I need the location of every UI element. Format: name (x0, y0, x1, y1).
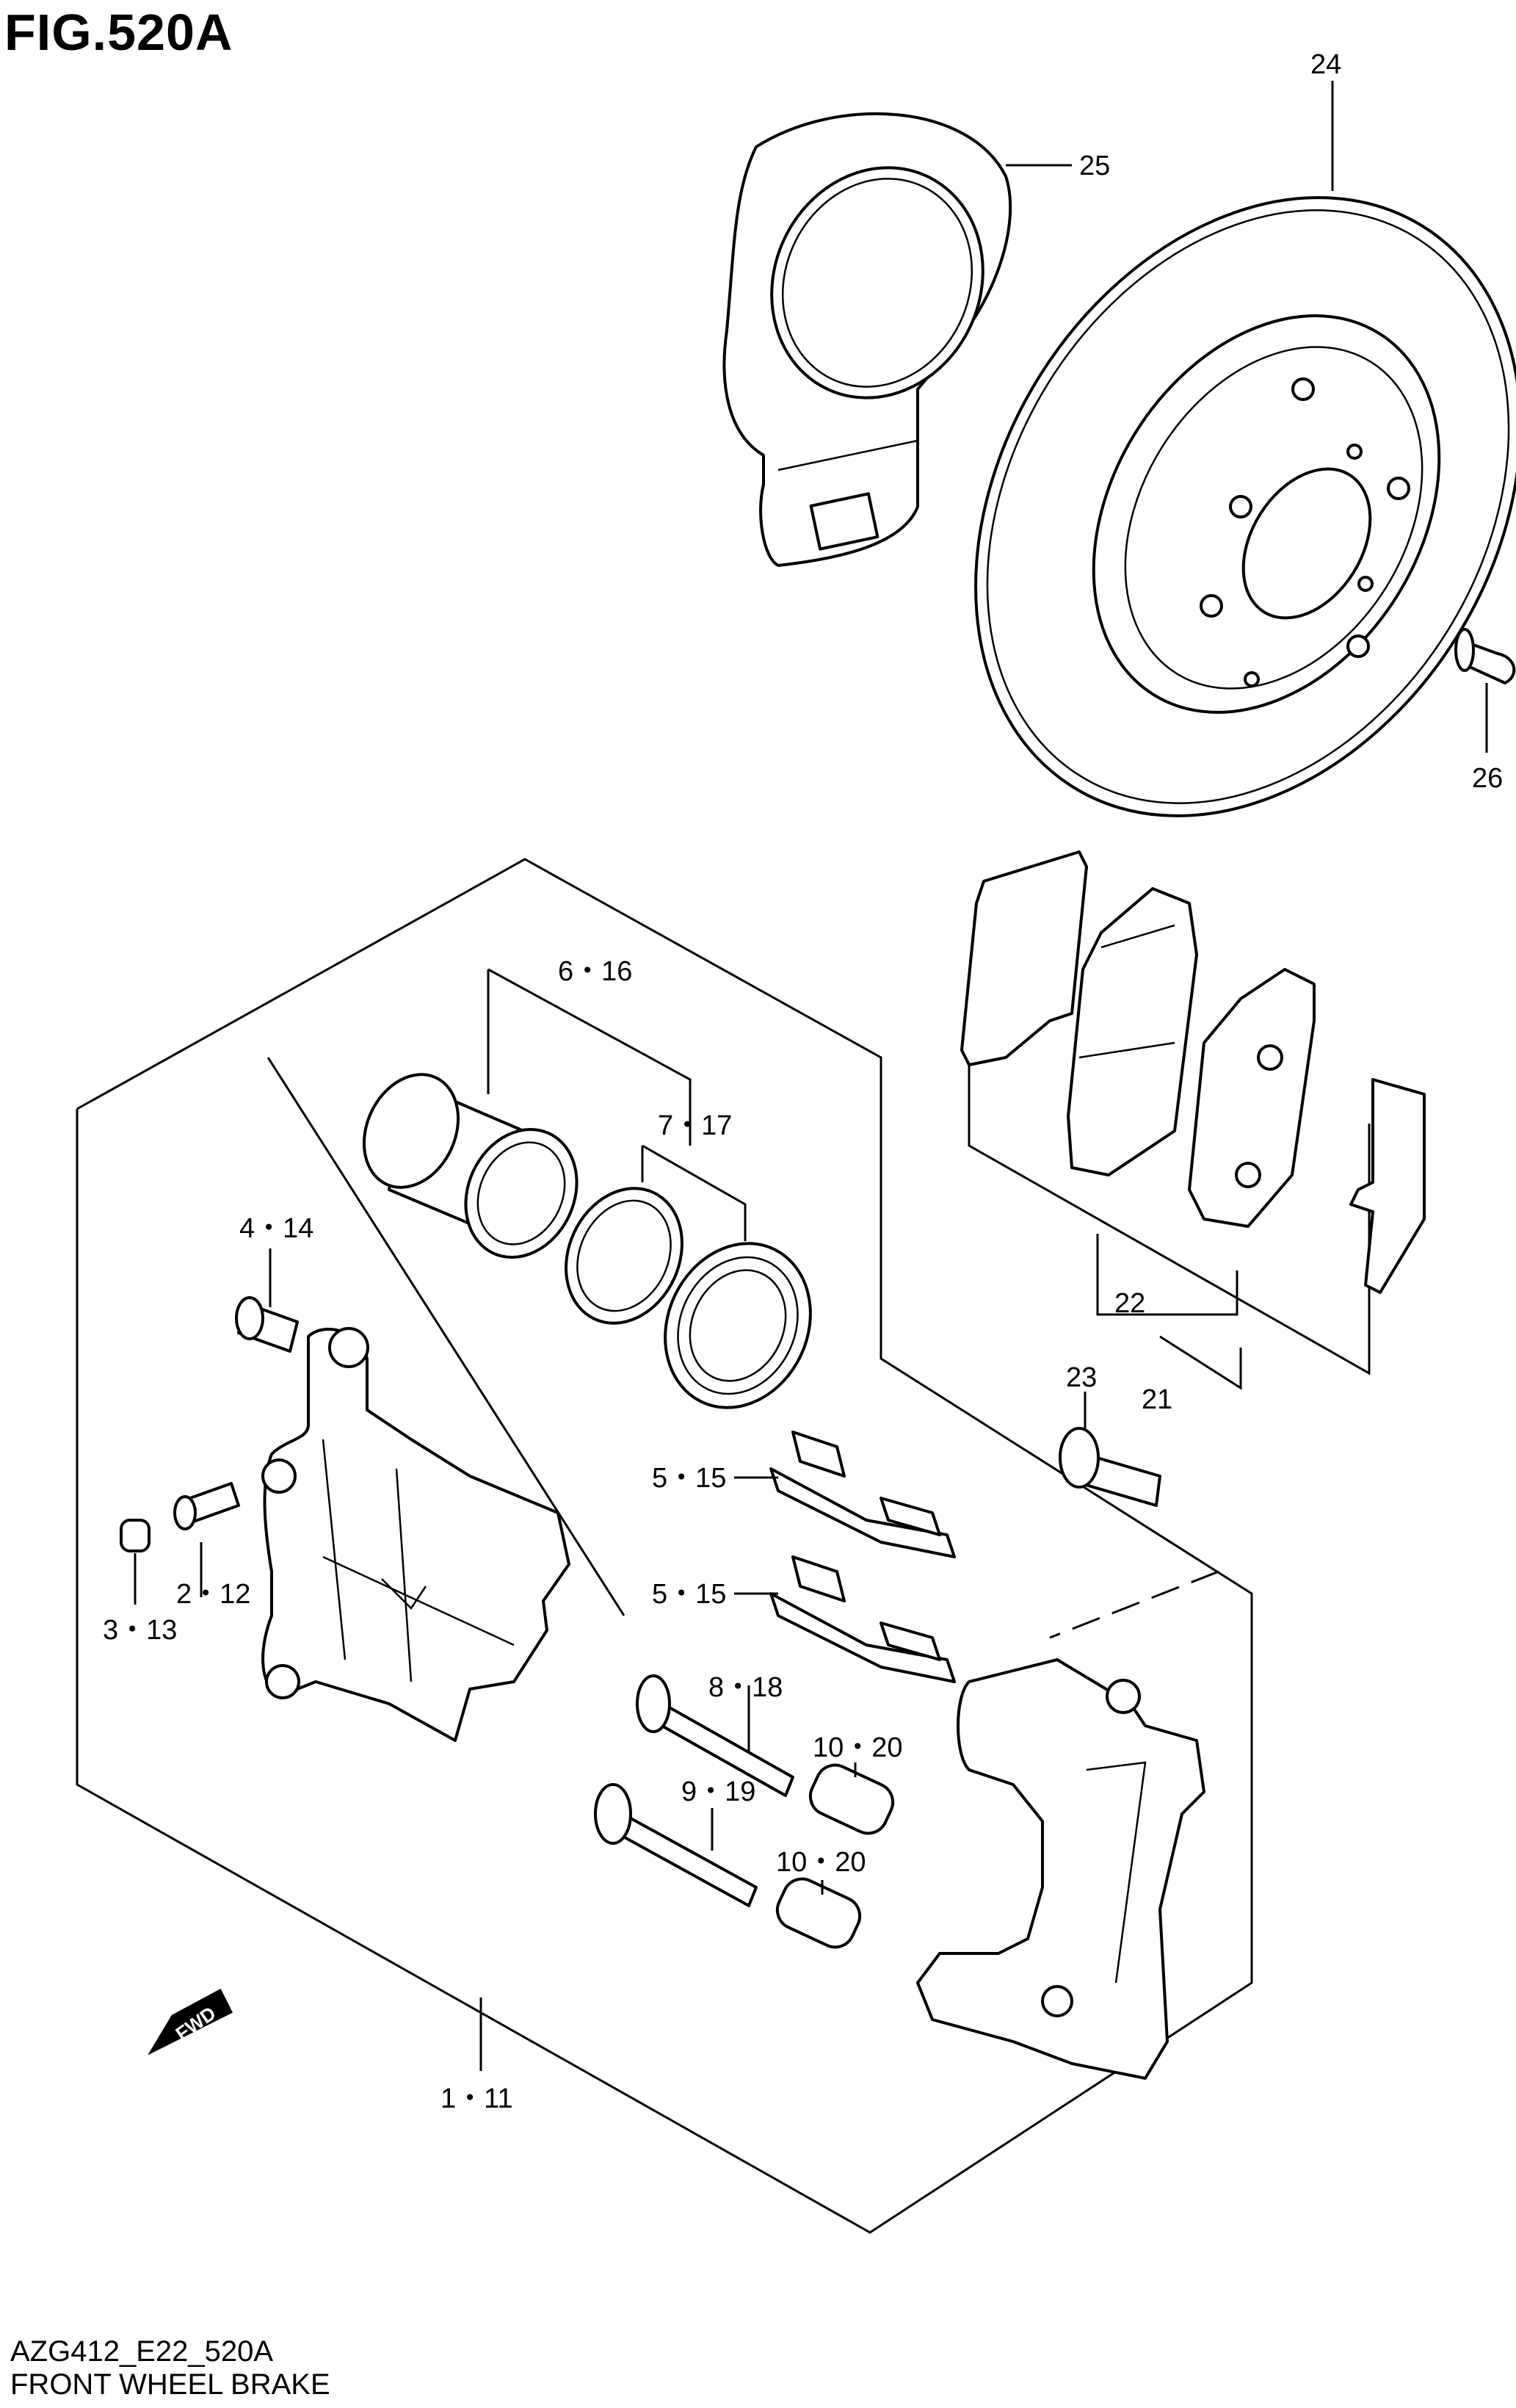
guide-pin-upper-part (636, 1674, 794, 1797)
callout-5-15-upper: 5・15 (652, 1463, 726, 1494)
callout-5-15-lower: 5・15 (652, 1579, 726, 1610)
piston-boot-part (664, 1242, 812, 1409)
callout-21: 21 (1142, 1384, 1172, 1415)
pin-boot-lower-part (775, 1877, 862, 1949)
callout-24: 24 (1310, 49, 1341, 80)
callout-7-17: 7・17 (658, 1110, 732, 1141)
leader-lines (134, 81, 1488, 2071)
callout-10-20-upper: 10・20 (813, 1732, 903, 1763)
brake-pad-inner-part (1188, 968, 1316, 1228)
pad-clip-lower-part (769, 1555, 956, 1683)
bleeder-cap-part (120, 1519, 150, 1552)
brake-pad-outer-part (1067, 887, 1198, 1176)
assembly-frame-outline (76, 858, 1253, 2234)
disc-screw-part (1454, 628, 1516, 684)
fwd-direction-badge: FWD (148, 1988, 233, 2056)
callout-22: 22 (1114, 1288, 1145, 1319)
piston-seal-part (565, 1187, 683, 1325)
callout-3-13: 3・13 (103, 1615, 177, 1646)
dust-shield-part (722, 112, 1012, 567)
callout-10-20-lower: 10・20 (776, 1847, 866, 1878)
pad-shim-right-part (1349, 1078, 1426, 1294)
pad-clip-upper-part (769, 1431, 956, 1558)
callout-8-18: 8・18 (708, 1672, 783, 1703)
bleeder-plug-part (173, 1482, 240, 1530)
callout-1-11: 1・11 (440, 2083, 513, 2114)
caliper-body-part (261, 1327, 570, 1742)
caliper-bolt-part (235, 1296, 299, 1353)
callout-6-16: 6・16 (558, 956, 632, 987)
guide-pin-lower-part (594, 1783, 758, 1907)
caliper-bracket-part (916, 1658, 1205, 2080)
bracket-bolt-part (1059, 1427, 1161, 1507)
figure-title: FIG.520A (4, 4, 233, 61)
callout-9-19: 9・19 (681, 1776, 755, 1807)
callout-4-14: 4・14 (239, 1213, 313, 1244)
figure-name: FRONT WHEEL BRAKE (10, 2368, 330, 2401)
figure-code: AZG412_E22_520A (10, 2335, 274, 2368)
brake-disc-part (974, 196, 1516, 817)
callout-25: 25 (1079, 151, 1110, 181)
callout-23: 23 (1066, 1362, 1097, 1393)
caliper-piston-part (362, 1073, 579, 1259)
callout-26: 26 (1472, 763, 1503, 794)
callout-2-12: 2・12 (176, 1579, 250, 1610)
pad-shim-left-part (960, 850, 1088, 1066)
pin-boot-upper-part (808, 1763, 895, 1835)
